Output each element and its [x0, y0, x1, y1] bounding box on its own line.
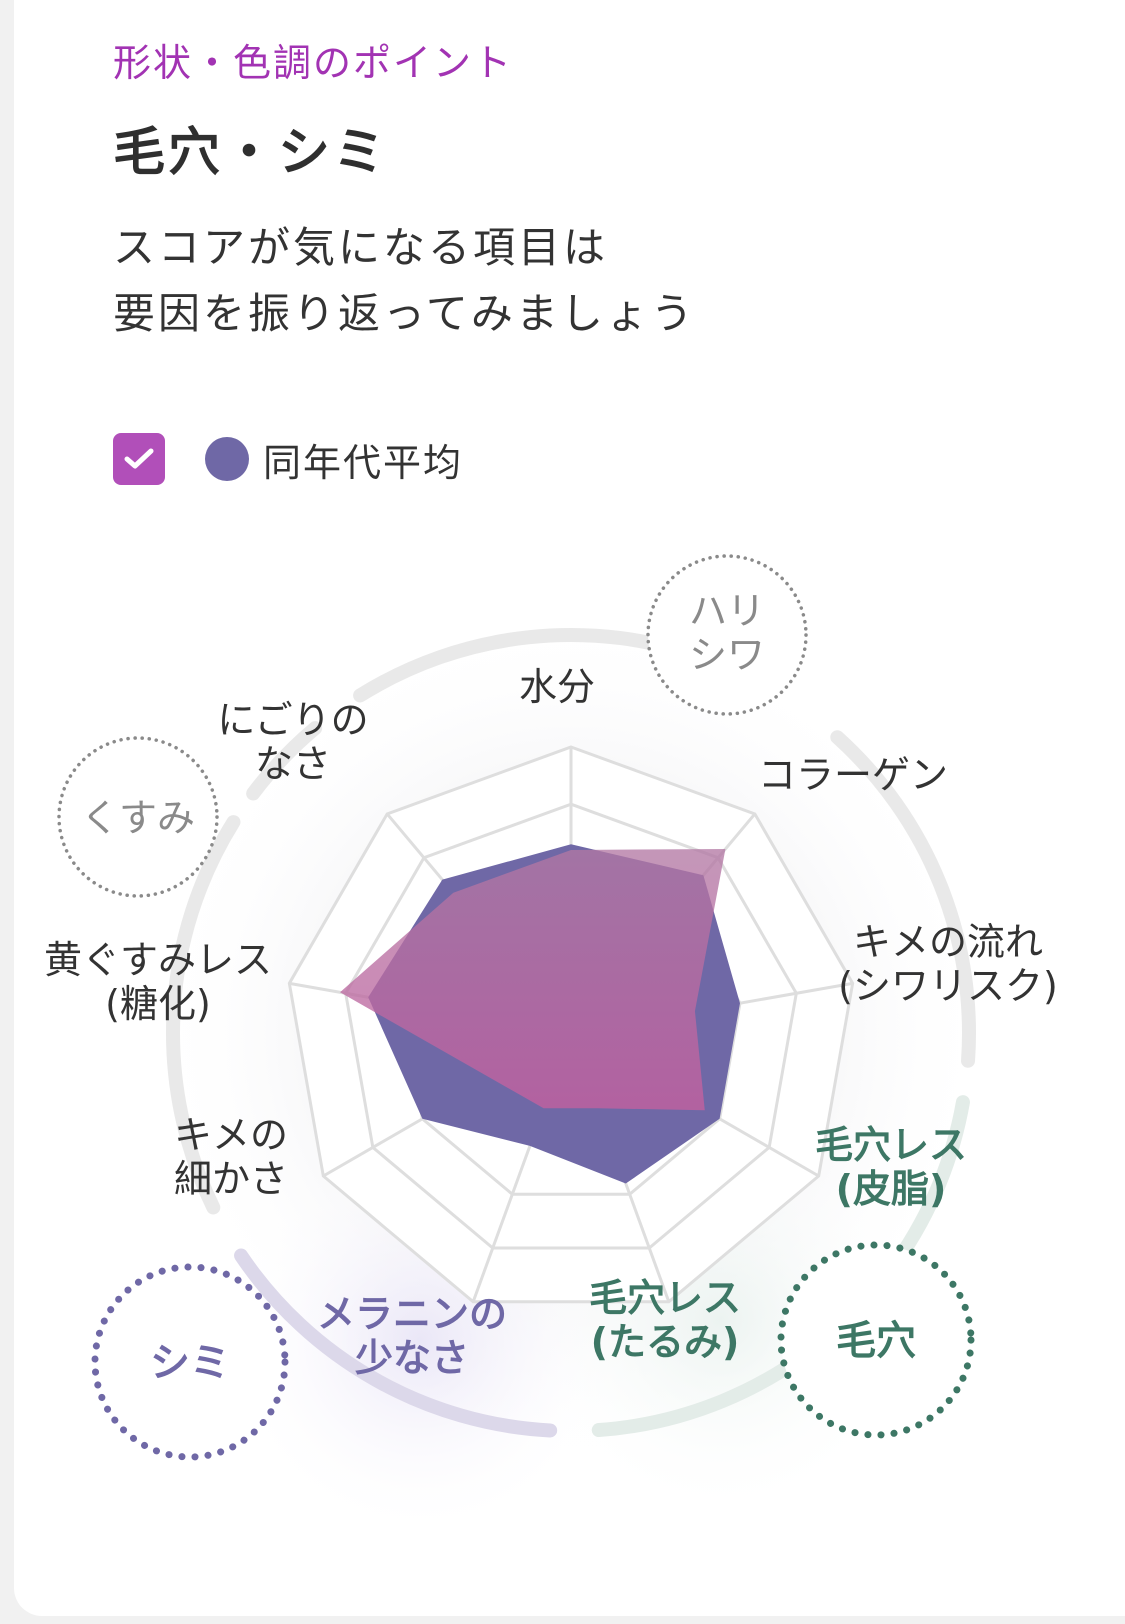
description-line: 要因を振り返ってみましょう: [113, 289, 696, 338]
axis-label: にごりのなさ: [217, 698, 368, 786]
legend-dot-icon: [205, 437, 249, 481]
axis-label: コラーゲン: [758, 753, 948, 797]
page-title: 毛穴・シミ: [113, 123, 389, 183]
legend-label: 同年代平均: [263, 440, 464, 485]
kusumi-label: くすみ: [81, 796, 195, 840]
axis-label: キメの流れ(シワリスク): [838, 920, 1058, 1008]
arc-right: [830, 730, 976, 1068]
arc-left: [166, 815, 241, 1215]
series-user-area: [340, 848, 726, 1111]
axis-label: 毛穴レス(たるみ): [589, 1276, 741, 1364]
axis-label: 毛穴レス(皮脂): [815, 1123, 967, 1211]
keana-label: 毛穴: [836, 1318, 916, 1364]
axis-label: 水分: [519, 665, 595, 709]
description: スコアが気になる項目は 要因を振り返ってみましょう: [113, 215, 696, 347]
keana-group-circle[interactable]: [777, 1241, 975, 1439]
chart-legend: 同年代平均: [113, 433, 463, 485]
shimi-label: シミ: [150, 1340, 230, 1386]
section-subtitle: 形状・色調のポイント: [113, 41, 514, 85]
hari-shiwa-label: ハリシワ: [689, 589, 765, 677]
average-toggle-checkbox[interactable]: [113, 433, 165, 485]
checkmark-icon: [124, 448, 154, 469]
axis-label: キメの細かさ: [174, 1113, 288, 1201]
kusumi-group-circle[interactable]: [57, 736, 219, 898]
grid-ring: [287, 745, 855, 1304]
axis-label: メラニンの少なさ: [317, 1292, 507, 1380]
hari-shiwa-group-circle[interactable]: [646, 554, 808, 716]
arc-shimi: [234, 1248, 558, 1438]
axis-label: 黄ぐすみレス(糖化): [44, 938, 272, 1026]
description-line: スコアが気になる項目は: [113, 223, 609, 272]
shimi-group-circle[interactable]: [91, 1263, 289, 1461]
arc-upper-left: [246, 721, 323, 801]
radar-series: [340, 844, 740, 1184]
grid-ring: [344, 802, 798, 1250]
